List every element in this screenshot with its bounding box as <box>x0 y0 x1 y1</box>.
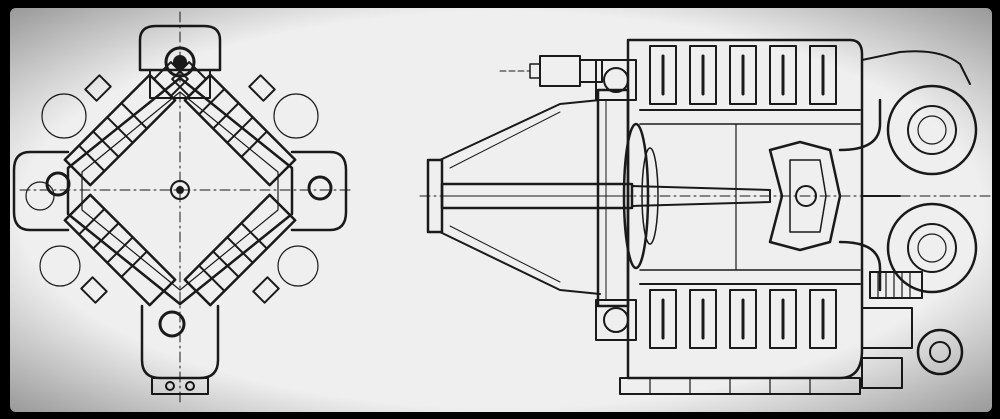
engine-drawing <box>10 8 992 412</box>
photo-frame <box>10 8 992 412</box>
